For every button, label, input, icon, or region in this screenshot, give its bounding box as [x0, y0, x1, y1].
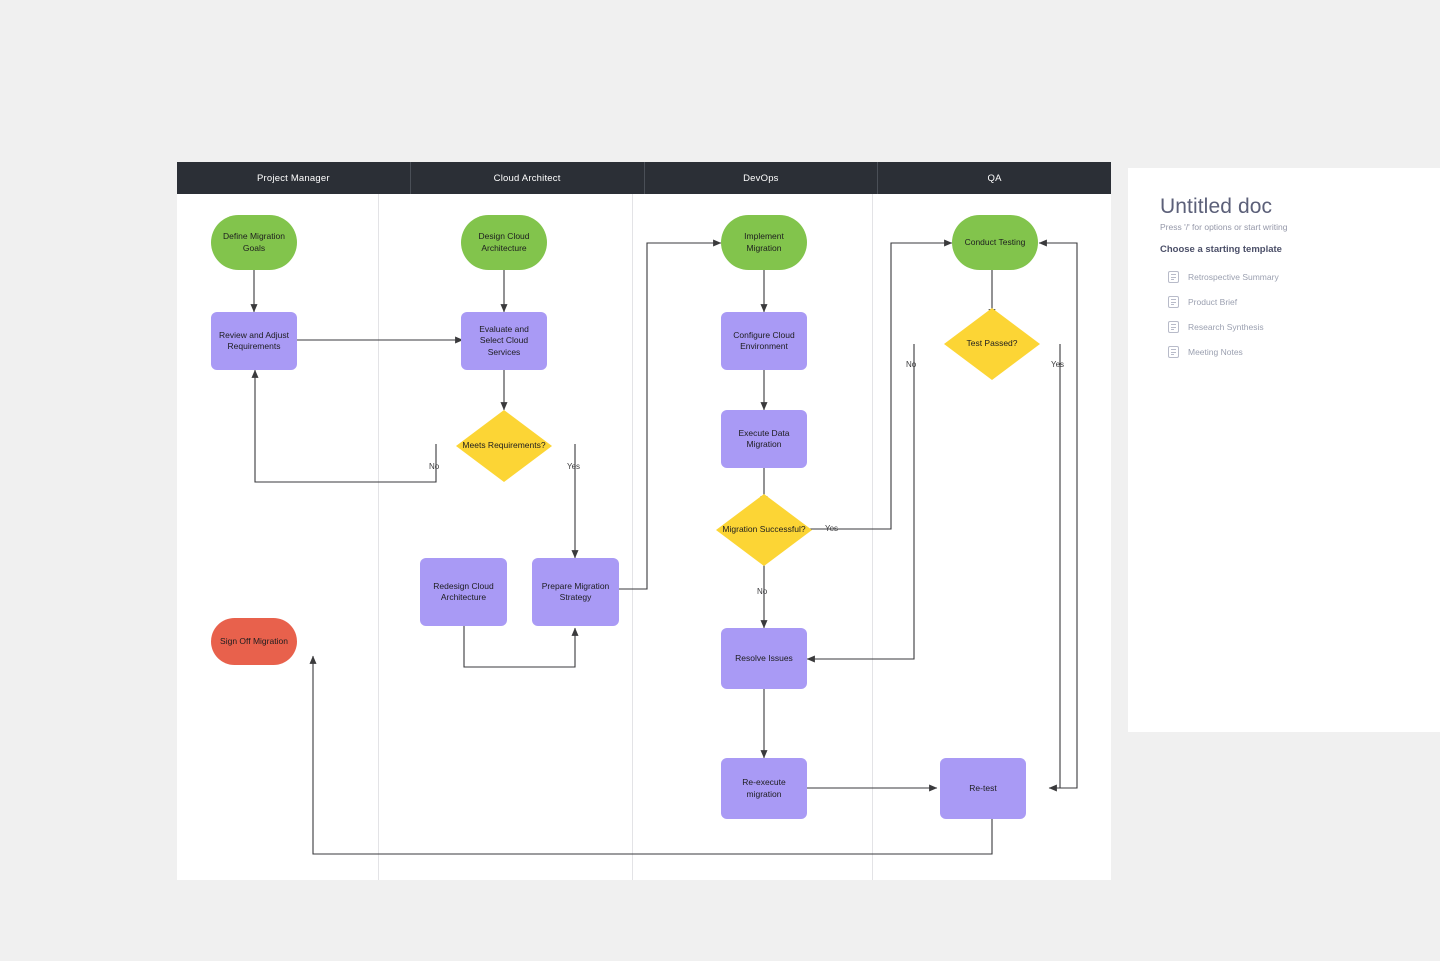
node-define-migration-goals[interactable]: Define Migration Goals — [211, 215, 297, 270]
node-label: Prepare Migration Strategy — [541, 580, 610, 602]
connector-layer — [250, 239, 1078, 855]
node-label: Re-execute migration — [742, 777, 786, 799]
edge-label-migration-successful-yes: Yes — [825, 524, 839, 533]
edge-label-test-passed-yes: Yes — [1051, 360, 1065, 369]
node-execute-data-migration[interactable]: Execute Data Migration — [721, 410, 807, 468]
node-label: Implement Migration — [744, 231, 784, 253]
lane-divider-2 — [632, 194, 633, 880]
template-item-label: Product Brief — [1188, 296, 1238, 307]
node-label: Design Cloud Architecture — [478, 231, 530, 253]
lane-header-cloud-architect[interactable]: Cloud Architect — [411, 162, 645, 194]
node-label: Migration Successful? — [722, 524, 806, 535]
node-resolve-issues[interactable]: Resolve Issues — [721, 628, 807, 689]
node-label: Resolve Issues — [735, 652, 793, 663]
flowchart-board[interactable]: Project Manager Cloud Architect DevOps Q… — [177, 162, 1111, 880]
edge-label-meets-requirements-yes: Yes — [567, 462, 581, 471]
templates-heading: Choose a starting template — [1160, 244, 1282, 255]
node-label: Execute Data Migration — [738, 427, 790, 449]
node-label: Test Passed? — [966, 338, 1018, 349]
node-migration-successful[interactable]: Migration Successful? — [716, 494, 812, 566]
edge-label-test-passed-no: No — [906, 360, 917, 369]
template-item-label: Research Synthesis — [1188, 321, 1264, 332]
template-item-product-brief[interactable]: Product Brief — [1168, 289, 1418, 314]
node-label: Conduct Testing — [964, 236, 1026, 247]
node-label: Meets Requirements? — [462, 440, 546, 451]
document-title[interactable]: Untitled doc — [1160, 195, 1273, 218]
lane-header-project-manager[interactable]: Project Manager — [177, 162, 411, 194]
node-label: Sign Off Migration — [220, 635, 288, 646]
document-icon — [1168, 270, 1179, 283]
document-icon — [1168, 345, 1179, 358]
node-re-test[interactable]: Re-test — [940, 758, 1026, 819]
node-label: Review and Adjust Requirements — [219, 329, 289, 351]
swimlane-dividers — [177, 194, 1111, 880]
node-evaluate-and-select-cloud-services[interactable]: Evaluate and Select Cloud Services — [461, 312, 547, 370]
node-label: Redesign Cloud Architecture — [433, 580, 494, 602]
node-label: Define Migration Goals — [223, 231, 285, 253]
template-item-research-synthesis[interactable]: Research Synthesis — [1168, 314, 1418, 339]
node-prepare-migration-strategy[interactable]: Prepare Migration Strategy — [532, 558, 619, 626]
node-sign-off-migration[interactable]: Sign Off Migration — [211, 618, 297, 665]
template-item-label: Retrospective Summary — [1188, 271, 1279, 282]
node-label: Re-test — [969, 782, 997, 793]
node-configure-cloud-environment[interactable]: Configure Cloud Environment — [721, 312, 807, 370]
node-label: Evaluate and Select Cloud Services — [479, 323, 529, 357]
node-test-passed[interactable]: Test Passed? — [944, 308, 1040, 380]
template-list: Retrospective Summary Product Brief Rese… — [1168, 264, 1418, 364]
node-review-and-adjust-requirements[interactable]: Review and Adjust Requirements — [211, 312, 297, 370]
document-panel: Untitled doc Press '/' for options or st… — [1128, 168, 1440, 732]
lane-divider-1 — [378, 194, 379, 880]
node-label: Configure Cloud Environment — [733, 329, 795, 351]
lane-header-devops[interactable]: DevOps — [645, 162, 879, 194]
swimlane-header-row: Project Manager Cloud Architect DevOps Q… — [177, 162, 1111, 194]
node-design-cloud-architecture[interactable]: Design Cloud Architecture — [461, 215, 547, 270]
node-implement-migration[interactable]: Implement Migration — [721, 215, 807, 270]
node-re-execute-migration[interactable]: Re-execute migration — [721, 758, 807, 819]
template-item-label: Meeting Notes — [1188, 346, 1243, 357]
document-icon — [1168, 295, 1179, 308]
lane-divider-3 — [872, 194, 873, 880]
node-conduct-testing[interactable]: Conduct Testing — [952, 215, 1038, 270]
node-redesign-cloud-architecture[interactable]: Redesign Cloud Architecture — [420, 558, 507, 626]
edge-label-meets-requirements-no: No — [429, 462, 440, 471]
template-item-meeting-notes[interactable]: Meeting Notes — [1168, 339, 1418, 364]
document-placeholder-hint: Press '/' for options or start writing — [1160, 222, 1288, 232]
edge-label-migration-successful-no: No — [757, 587, 768, 596]
lane-header-qa[interactable]: QA — [987, 172, 1002, 184]
node-meets-requirements[interactable]: Meets Requirements? — [456, 410, 552, 482]
template-item-retrospective-summary[interactable]: Retrospective Summary — [1168, 264, 1418, 289]
document-icon — [1168, 320, 1179, 333]
